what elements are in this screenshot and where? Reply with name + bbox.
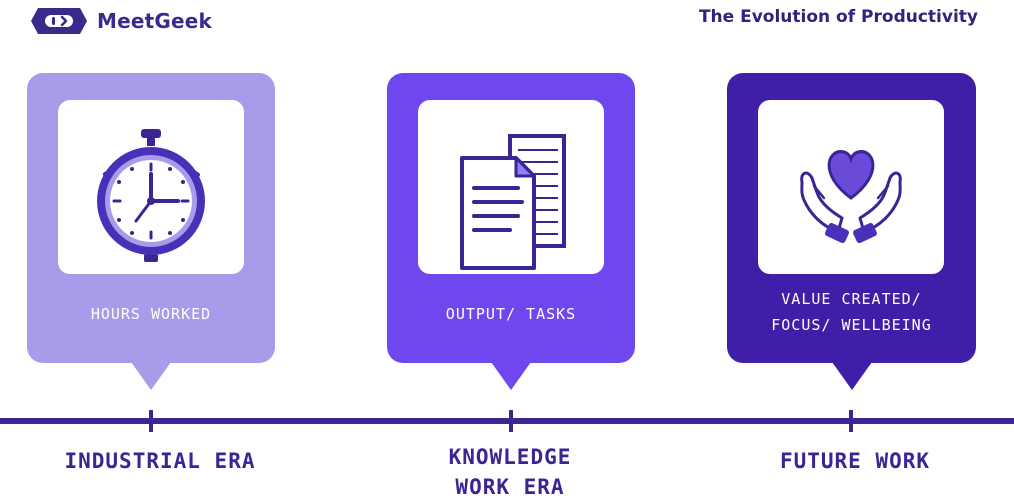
stopwatch-icon xyxy=(97,129,205,262)
era-label-line-2: WORK ERA xyxy=(455,475,565,499)
brand-logo[interactable]: MeetGeek xyxy=(30,6,212,36)
page-title: The Evolution of Productivity xyxy=(698,7,978,27)
stage-label: OUTPUT/ TASKS xyxy=(445,305,577,323)
stage-card-industrial: HOURS WORKED xyxy=(27,73,275,390)
hands-heart-icon xyxy=(800,150,902,244)
stage-label: HOURS WORKED xyxy=(90,305,212,323)
era-label-industrial: INDUSTRIAL ERA xyxy=(64,449,256,473)
robot-face-icon xyxy=(31,8,87,34)
brand-name: MeetGeek xyxy=(97,9,213,33)
stage-label: VALUE CREATED/ FOCUS/ WELLBEING xyxy=(727,286,976,338)
era-label-line-1: KNOWLEDGE xyxy=(448,445,572,469)
era-label-knowledge: KNOWLEDGE WORK ERA xyxy=(380,442,640,502)
stage-card-knowledge: OUTPUT/ TASKS xyxy=(387,73,635,390)
stage-label-line-1: VALUE CREATED/ xyxy=(781,290,922,308)
stage-label-line-2: FOCUS/ WELLBEING xyxy=(771,316,932,334)
stage-icon-panel xyxy=(58,100,244,274)
stage-icon-panel xyxy=(758,100,944,274)
timeline xyxy=(0,410,1014,432)
documents-icon xyxy=(460,134,566,270)
era-label-future: FUTURE WORK xyxy=(779,449,931,473)
stage-card-future: VALUE CREATED/ FOCUS/ WELLBEING xyxy=(727,73,976,390)
stage-icon-panel xyxy=(418,100,604,274)
